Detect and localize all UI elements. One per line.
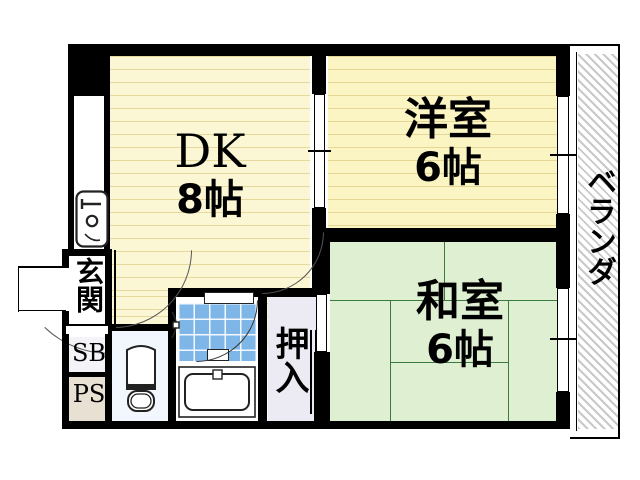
room-label-washitsu-name: 和室 [416, 276, 504, 327]
genkan-inner-opening [66, 326, 108, 334]
wall-sb-ps-divider [62, 372, 112, 377]
wall-exterior-right-lower [556, 392, 570, 429]
wall-toilet-top [105, 324, 171, 331]
wall-hall-stub [105, 249, 112, 267]
wall-bath-right [258, 288, 267, 424]
veranda-outer-edge [618, 44, 620, 439]
sliding-door-washitsu-veranda[interactable] [557, 288, 569, 392]
sliding-door-dk-washitsu[interactable] [316, 294, 327, 352]
room-label-yoshitsu-size: 6帖 [414, 145, 482, 191]
veranda-outer-top [570, 44, 620, 46]
room-label-washitsu-size: 6帖 [426, 327, 494, 373]
space-label-genkan: 玄関 [72, 257, 105, 313]
wall-dk-yoshitsu-top [312, 56, 326, 94]
wall-exterior-right-upper [556, 44, 570, 96]
wall-oshiire-right [318, 288, 326, 424]
room-label-yoshitsu-name: 洋室 [404, 94, 492, 145]
bathtub-icon [178, 366, 256, 418]
room-label-dk-name: DK [174, 124, 246, 178]
space-label-sb: SB [71, 339, 107, 367]
space-fill-veranda [578, 54, 618, 429]
hall-door-leaf[interactable] [114, 250, 116, 328]
wall-exterior-left-lower [62, 330, 69, 428]
tatami-seam-h2 [390, 362, 508, 363]
wall-bath-left [168, 288, 176, 424]
genkan-door-outer-bottom [18, 310, 66, 312]
sliding-door-dk-yoshitsu-mid [308, 150, 331, 152]
wall-kitchen-right [104, 56, 110, 252]
space-fill-ps [68, 375, 110, 423]
oshiire-door-line-1[interactable] [310, 330, 312, 414]
toilet-icon [126, 345, 156, 412]
wall-exterior-bottom [62, 421, 570, 429]
veranda-outer-bottom [570, 437, 620, 439]
shower-faucet-icon [171, 311, 180, 339]
kitchen-sink-icon [75, 190, 109, 248]
tatami-seam-h1 [330, 300, 568, 301]
sliding-door-yoshitsu-veranda-mid [550, 154, 576, 156]
room-fill-yoshitsu [328, 56, 568, 234]
wall-genkan-left [62, 249, 69, 269]
veranda-inner-left [576, 52, 577, 431]
wall-kitchen-left [68, 92, 74, 252]
room-fill-washitsu [330, 242, 568, 424]
oshiire-door-line-2[interactable] [315, 330, 317, 414]
tatami-seam-v3 [508, 300, 509, 424]
tatami-seam-v1 [444, 242, 445, 300]
space-label-ps: PS [72, 380, 106, 408]
wall-exterior-right-mid [556, 214, 570, 288]
room-label-dk-size: 8帖 [176, 177, 244, 223]
wall-yoshitsu-washitsu [312, 228, 570, 242]
space-label-veranda: ベランダ [581, 166, 616, 286]
wall-exterior-top [68, 44, 570, 56]
space-label-oshiire: 押入 [269, 326, 309, 394]
sliding-door-washitsu-veranda-mid [550, 338, 576, 340]
genkan-door-outer-frame [18, 266, 20, 312]
wall-kitchen-top-block [68, 44, 110, 96]
wall-genkan-top [62, 249, 112, 256]
